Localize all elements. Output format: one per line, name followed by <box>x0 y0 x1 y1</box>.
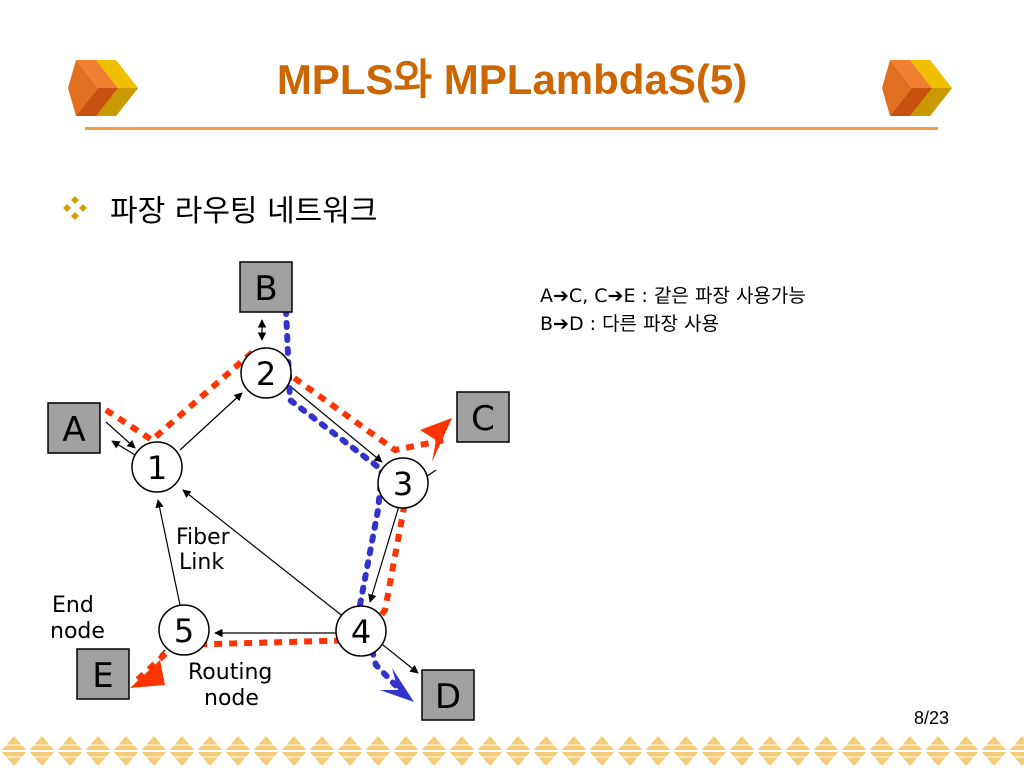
end-node-label: End <box>52 593 94 618</box>
gem-logo-icon <box>68 60 138 116</box>
fiber-link-label: Fiber <box>176 525 231 550</box>
diamond-bullet-icon <box>63 196 87 220</box>
routing-node: 5 <box>158 604 210 656</box>
svg-text:A: A <box>62 410 85 450</box>
red-lightpath <box>104 346 446 685</box>
end-node: D <box>421 669 475 721</box>
svg-text:B: B <box>254 269 277 309</box>
wavelength-note: A➔C, C➔E : 같은 파장 사용가능 B➔D : 다른 파장 사용 <box>540 282 806 338</box>
title-divider <box>85 127 938 130</box>
page-number: 8/23 <box>914 708 950 728</box>
svg-text:3: 3 <box>393 465 413 503</box>
svg-text:E: E <box>92 656 113 696</box>
end-node: A <box>47 402 101 454</box>
routing-node-label: node <box>204 686 259 711</box>
arrow-right-icon: ➔ <box>553 285 569 307</box>
routing-node: 1 <box>131 441 183 493</box>
bullet-item: 파장 라우팅 네트워크 <box>62 190 377 229</box>
slide-title: MPLS와 MPLambdaS(5) <box>276 56 748 103</box>
end-node: B <box>239 261 293 313</box>
svg-text:C: C <box>471 399 495 439</box>
svg-text:D: D <box>435 677 461 717</box>
end-node: C <box>456 391 510 443</box>
end-node-label: node <box>50 619 105 644</box>
routing-node: 4 <box>335 605 387 657</box>
routing-node-label: Routing <box>188 660 272 685</box>
routing-node: 2 <box>240 347 292 399</box>
end-node: E <box>76 648 130 700</box>
red-arrowheads <box>130 418 452 688</box>
svg-text:5: 5 <box>174 612 194 650</box>
bullet-text: 파장 라우팅 네트워크 <box>110 194 378 229</box>
svg-text:2: 2 <box>256 355 276 393</box>
svg-text:1: 1 <box>147 449 167 487</box>
blue-lightpath <box>283 307 403 693</box>
footer-pattern <box>0 734 1024 768</box>
blue-arrowhead <box>380 668 414 702</box>
gem-logo-icon <box>882 60 952 116</box>
fiber-link-label: Link <box>179 550 224 575</box>
note-line-same-wavelength: A➔C, C➔E : 같은 파장 사용가능 <box>540 285 806 307</box>
routing-node: 3 <box>377 457 429 509</box>
arrow-right-icon: ➔ <box>553 313 569 335</box>
arrow-right-icon: ➔ <box>607 285 624 307</box>
note-line-different-wavelength: B➔D : 다른 파장 사용 <box>540 313 720 335</box>
svg-text:4: 4 <box>351 613 371 651</box>
